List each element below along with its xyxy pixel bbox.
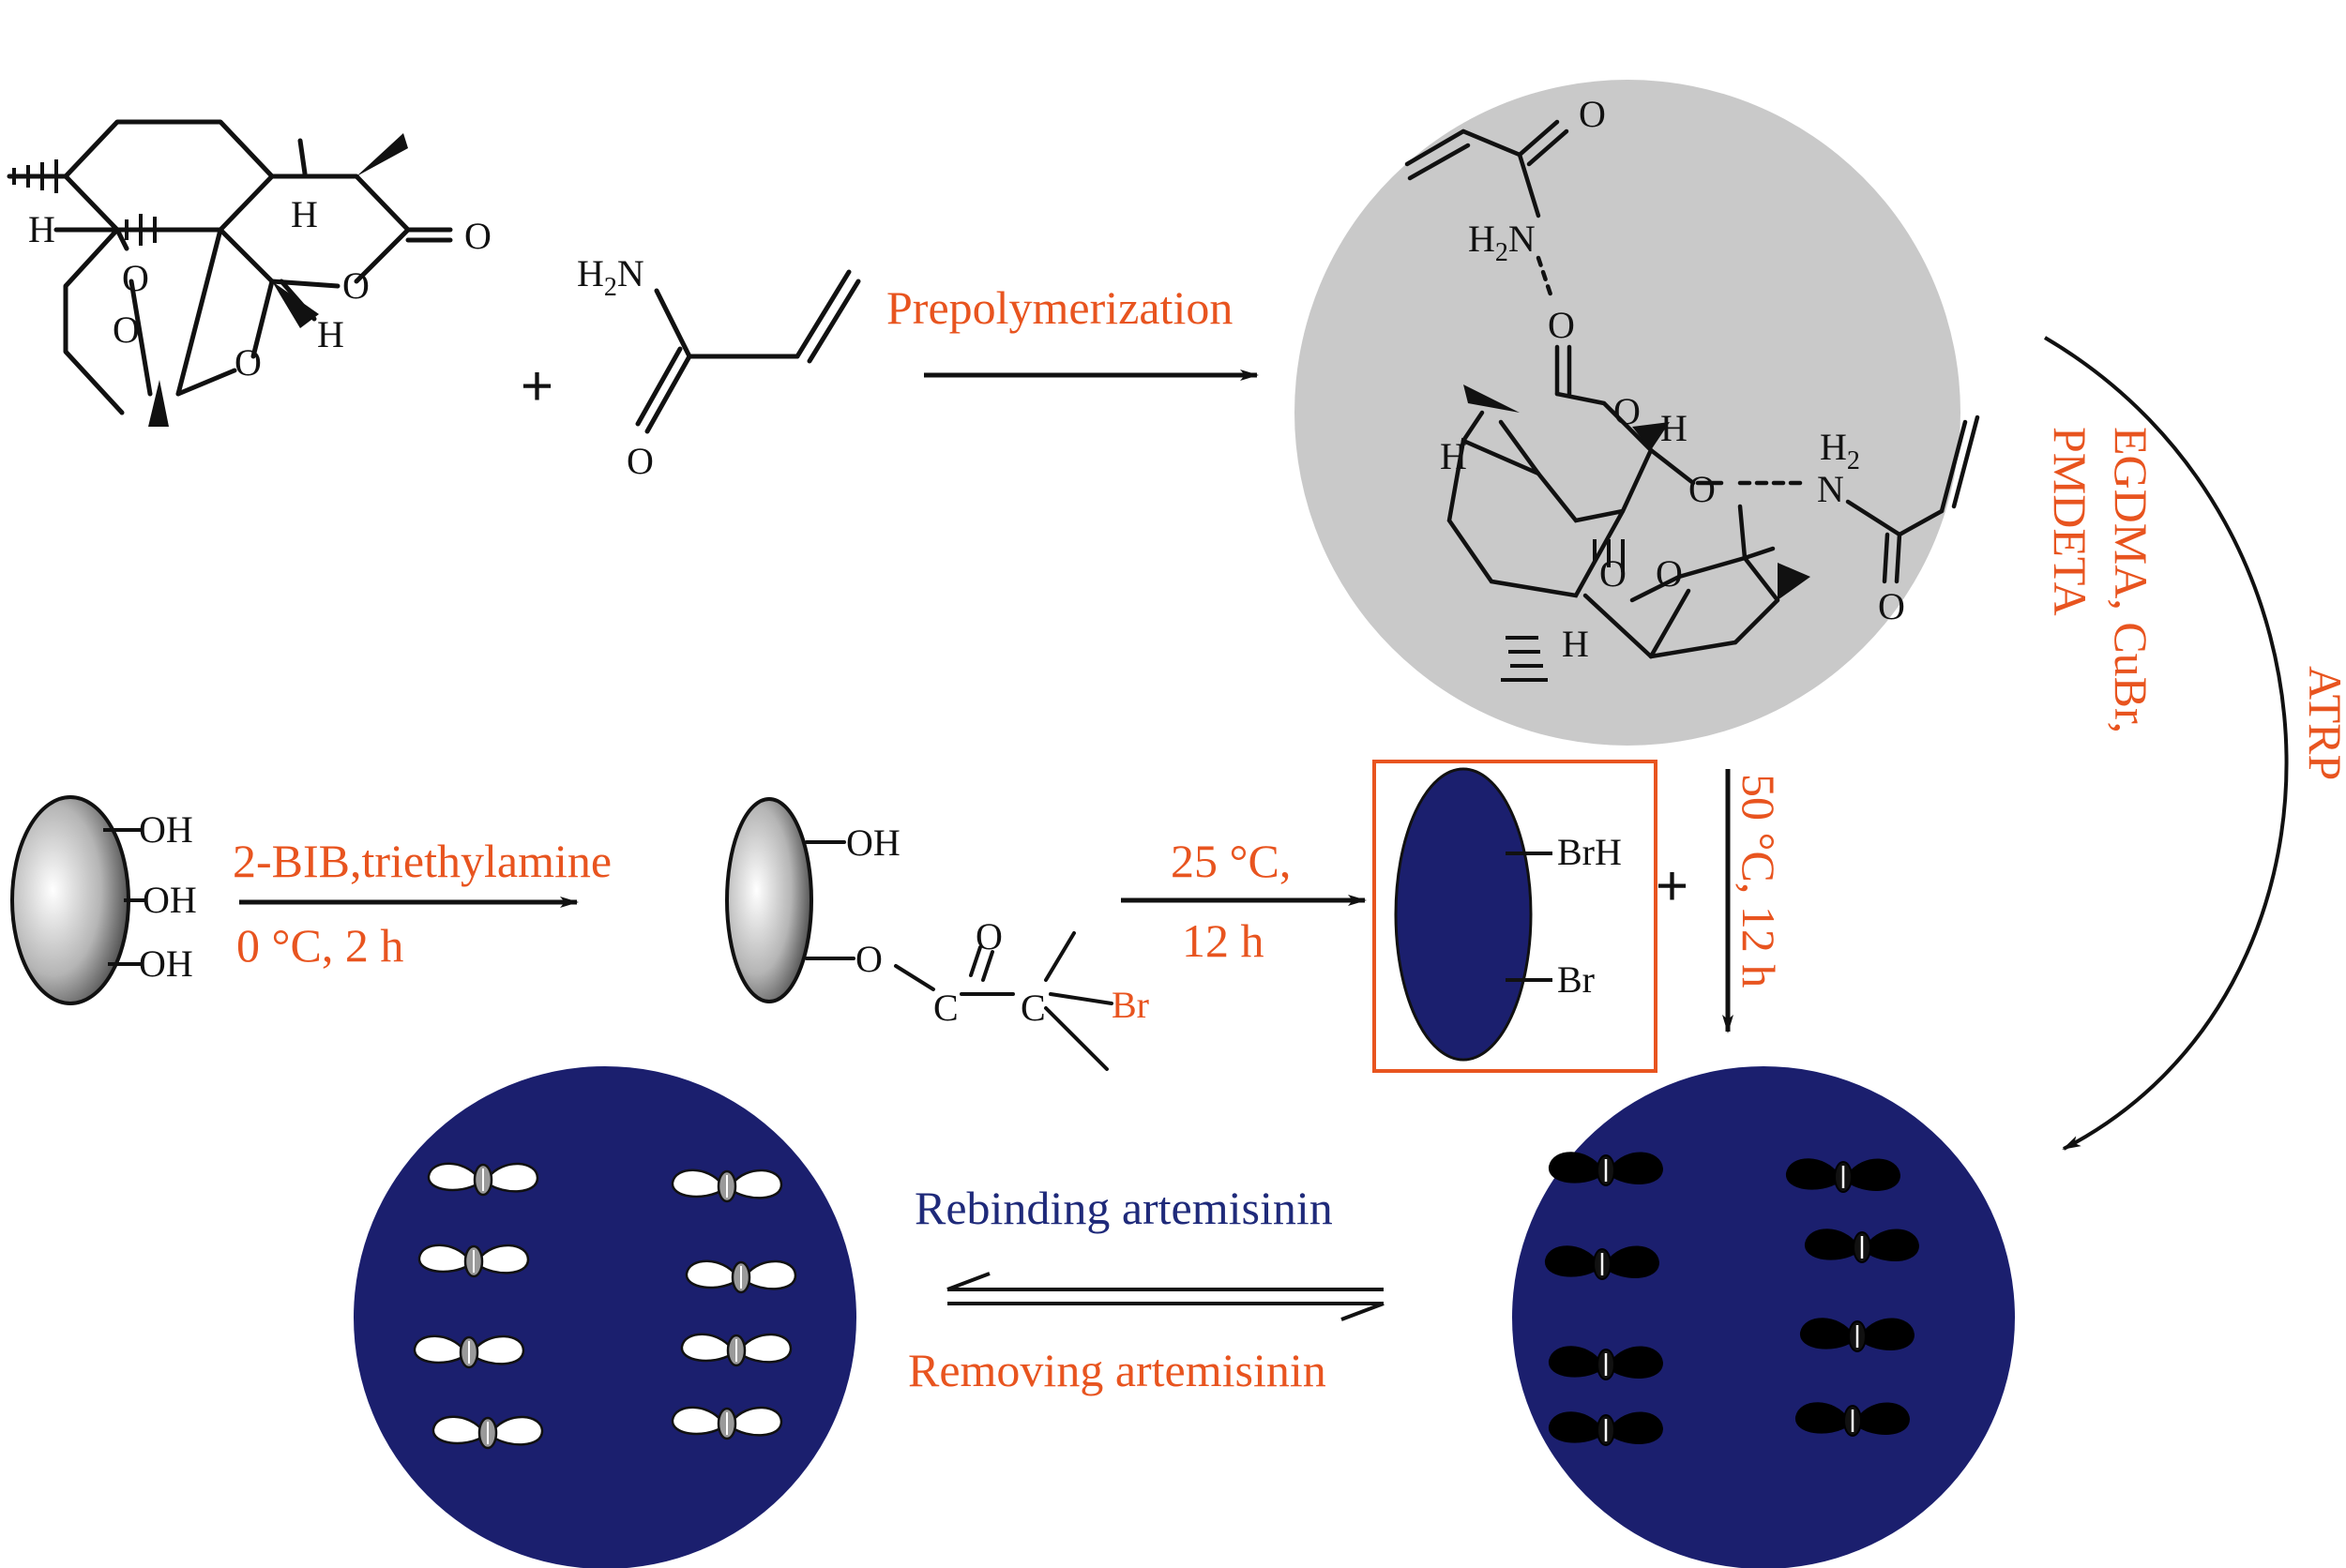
empty-cavity: [413, 1334, 525, 1369]
bound-imprinted-polymer: [1512, 1066, 2015, 1568]
time-12h-label: 12 h: [1182, 914, 1264, 967]
acrylamide-structure: [635, 269, 861, 434]
plus-sign: +: [521, 354, 553, 417]
bib-reagents-line2: 0 °C, 2 h: [236, 919, 403, 972]
atrp-reagents-line1: EGDMA, CuBr,: [2105, 427, 2157, 733]
atom-label-o: O: [1656, 552, 1683, 595]
bound-template: [1794, 1401, 1911, 1438]
acrylamide-labels: H2N O: [577, 252, 654, 482]
atom-label-o: O: [1579, 93, 1606, 135]
equilibrium-arrows: [946, 1272, 1385, 1321]
atom-label-h: H: [291, 193, 318, 235]
rebinding-label: Rebinding artemisinin: [915, 1182, 1333, 1234]
empty-cavity: [427, 1162, 539, 1197]
empty-cavity: [431, 1415, 544, 1450]
empty-cavity: [680, 1333, 793, 1367]
bound-template: [1804, 1228, 1920, 1264]
empty-cavity: [671, 1406, 783, 1440]
atom-label-o: O: [122, 257, 149, 299]
empty-cavity: [671, 1168, 783, 1203]
hydroxyl-label: OH: [139, 808, 193, 851]
temp-50-label: 50 °C, 12 h: [1733, 774, 1785, 988]
initiator-particle: [725, 797, 813, 1003]
atom-label-c: C: [1021, 987, 1046, 1029]
artemisinin-atom-labels: H O O H H O O O: [28, 193, 492, 384]
atom-label-o: O: [235, 341, 262, 384]
bromine-label: Br: [1112, 984, 1149, 1026]
atom-label-c: C: [933, 987, 959, 1029]
atrp-reagents-line2: PMDETA: [2044, 427, 2096, 616]
brh-label: BrH: [1557, 831, 1622, 873]
atom-label-o: O: [342, 264, 370, 307]
complex-atom-labels: O H2N O O H H O O O H H2 N O: [1440, 93, 1905, 665]
atom-label-h: H: [1562, 623, 1589, 665]
removing-label: Removing artemisinin: [908, 1344, 1326, 1396]
h2-label: H2: [1820, 426, 1860, 475]
atom-label-o: O: [976, 915, 1003, 957]
empty-cavity: [417, 1244, 530, 1278]
hydroxyl-label: OH: [846, 822, 901, 864]
complex-structure: [1404, 119, 1980, 659]
navy-initiator-particle: [1394, 767, 1533, 1062]
atom-label-n: N: [1817, 468, 1844, 510]
empty-cavity: [685, 1259, 797, 1294]
bound-template: [1799, 1317, 1915, 1353]
initiator-box: [1372, 760, 1657, 1073]
temp-25-label: 25 °C,: [1171, 835, 1291, 887]
atom-label-h: H: [317, 313, 344, 355]
amine-label: H2N: [577, 252, 644, 302]
particle-hydroxyls: [103, 828, 145, 966]
atom-label-o: O: [113, 309, 140, 351]
atom-label-o: O: [1613, 390, 1641, 432]
empty-imprinted-polymer: [354, 1066, 856, 1568]
hydroxyl-label: OH: [143, 879, 197, 921]
amine-label: H2N: [1468, 218, 1536, 267]
atom-label-o: O: [464, 215, 492, 257]
complex-wedges: [1463, 384, 1810, 682]
atrp-curved-arrow: [2043, 336, 2289, 1151]
atom-label-h: H: [1660, 407, 1688, 449]
artemisinin-wedges: [12, 133, 408, 427]
bib-reagents-line1: 2-BIB,triethylamine: [233, 835, 612, 887]
atom-label-o: O: [627, 440, 654, 482]
bound-template: [1548, 1345, 1664, 1381]
atom-label-h: H: [28, 208, 55, 250]
initiator-structure: [805, 840, 1113, 1071]
plus-sign: +: [1656, 854, 1688, 917]
atom-label-o: O: [855, 938, 883, 980]
atom-label-o: O: [1688, 468, 1716, 510]
bound-template: [1785, 1157, 1901, 1194]
atom-label-o: O: [1548, 304, 1575, 346]
bound-template: [1544, 1244, 1660, 1281]
prepolymerization-label: Prepolymerization: [886, 281, 1233, 334]
atom-label-h: H: [1440, 435, 1467, 477]
artemisinin-structure: [7, 119, 453, 415]
hydroxyl-label: OH: [139, 942, 193, 985]
atom-label-o: O: [1599, 552, 1627, 595]
atom-label-o: O: [1878, 585, 1905, 627]
bound-template: [1548, 1151, 1664, 1187]
bound-template: [1548, 1410, 1664, 1447]
atrp-label: ATRP: [2299, 666, 2346, 780]
bromine-label: Br: [1557, 958, 1595, 1001]
